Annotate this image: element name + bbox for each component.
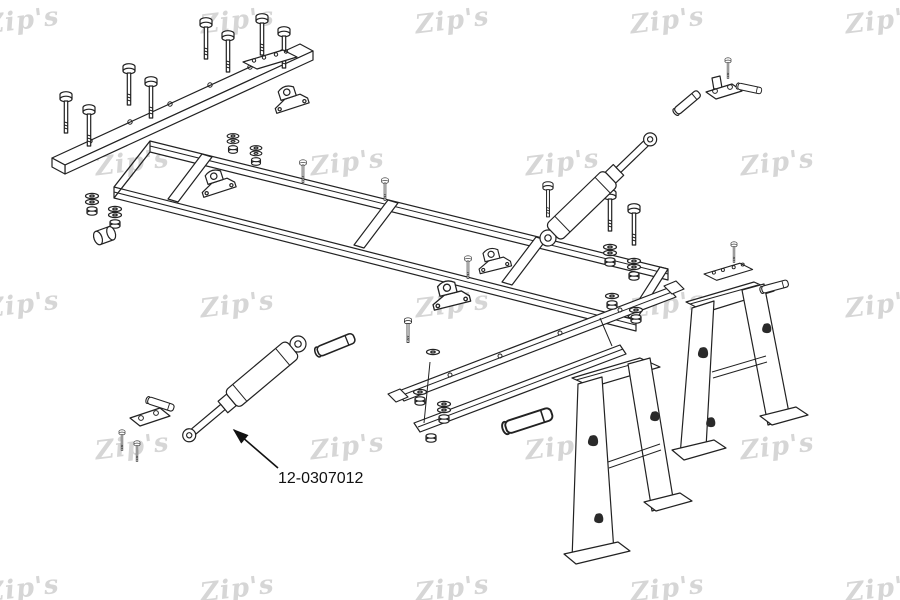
callout: 12-0307012	[232, 428, 364, 487]
pillow-bracket	[269, 80, 310, 114]
bolt	[59, 91, 73, 134]
nut	[425, 433, 437, 443]
support-stand-rear	[671, 281, 809, 461]
washer-stack	[438, 401, 451, 423]
washer-stack	[109, 206, 122, 228]
clevis-pin	[735, 82, 763, 95]
washer-stack	[604, 244, 617, 266]
bolt	[381, 177, 389, 201]
top-plate	[703, 262, 754, 281]
bolt	[730, 241, 738, 263]
hydraulic-cylinder-right	[534, 57, 763, 253]
bolt	[464, 255, 472, 279]
main-frame	[113, 140, 669, 332]
bolt	[122, 63, 136, 106]
hydraulic-cylinder-left	[118, 329, 357, 462]
bolt	[133, 440, 141, 462]
bushing	[91, 224, 118, 247]
washer-stack	[414, 389, 427, 405]
pillow-bracket	[474, 244, 513, 275]
washer-stack	[86, 193, 99, 215]
part-number-label: 12-0307012	[278, 470, 364, 487]
support-stand-front	[563, 357, 693, 565]
handle-rod	[499, 406, 555, 437]
washer-stack	[628, 258, 641, 280]
washer	[425, 348, 441, 356]
washer-stack	[250, 146, 262, 166]
washer-stack	[630, 307, 643, 323]
bolt	[221, 30, 235, 73]
washer-stack	[606, 293, 619, 309]
mounting-rail-assembly	[51, 13, 314, 247]
hydraulic-cylinder	[534, 126, 664, 253]
bolt	[404, 317, 412, 343]
hydraulic-cylinder	[176, 329, 312, 449]
bolt	[542, 181, 554, 218]
bolt	[199, 17, 213, 60]
bolt	[118, 429, 126, 451]
clevis-pin	[671, 89, 703, 118]
pivot-pin	[312, 331, 357, 359]
bolt	[255, 13, 269, 56]
crossmember-assembly	[387, 181, 685, 443]
washer-stack	[227, 134, 239, 154]
bolt	[627, 203, 641, 246]
bolt	[724, 57, 732, 79]
pin	[758, 278, 790, 295]
